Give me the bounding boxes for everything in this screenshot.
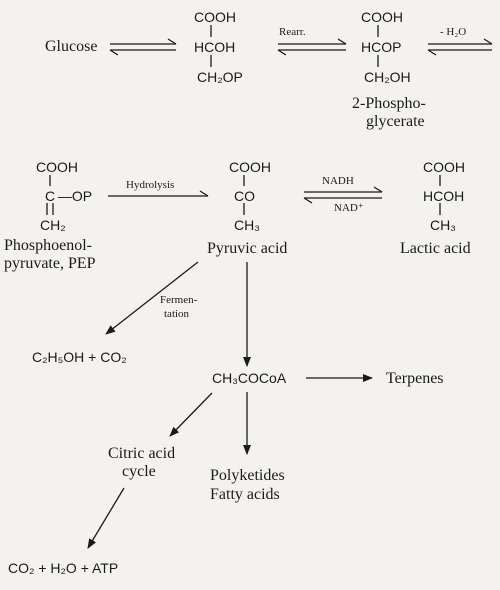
mol2-name-line2: glycerate — [366, 113, 425, 130]
nadh-label: NADH — [322, 175, 354, 187]
final-products: CO₂ + H₂O + ATP — [8, 560, 119, 576]
hydrolysis-label: Hydrolysis — [126, 179, 175, 191]
pep-name-line1: Phosphoenol- — [4, 237, 92, 254]
fermentation-label-line1: Fermen- — [160, 294, 198, 306]
pep-carboxyl: COOH — [36, 159, 78, 175]
pyruvic-co: CO — [234, 188, 255, 204]
arrow-fermentation — [105, 261, 199, 335]
mol1-carboxyl: COOH — [194, 9, 236, 25]
acetylcoa: CH₃COCoA — [212, 370, 287, 386]
dehydration-label: - H₂O — [440, 26, 467, 38]
arrow-to-citric — [169, 392, 213, 437]
mol1-hcoh: HCOH — [194, 39, 236, 55]
pyruvic-carboxyl: COOH — [229, 159, 271, 175]
equilibrium-arrow-rearr — [277, 38, 347, 56]
pep-c-op: C —OP — [45, 188, 93, 204]
citric-label-line2: cycle — [122, 463, 156, 480]
mol2-ch2oh: CH₂OH — [364, 69, 411, 85]
lactic-ch3: CH₃ — [430, 217, 456, 233]
glucose-label: Glucose — [45, 38, 98, 55]
mol2-hcop: HCOP — [361, 39, 402, 55]
equilibrium-arrow-glucose — [109, 38, 177, 56]
equilibrium-arrow-dehydration — [427, 38, 493, 56]
mol2-carboxyl: COOH — [361, 9, 403, 25]
pyruvic-name: Pyruvic acid — [207, 240, 288, 257]
polyketides-label: Polyketides — [210, 467, 285, 484]
lactic-hcoh: HCOH — [423, 188, 465, 204]
pep-name-line2: pyruvate, PEP — [4, 255, 96, 272]
terpenes-label: Terpenes — [386, 370, 444, 387]
nad-label: NAD⁺ — [334, 202, 364, 214]
lactic-name: Lactic acid — [400, 240, 471, 257]
mol1-ch2op: CH₂OP — [197, 69, 243, 85]
arrow-hydrolysis — [108, 190, 209, 197]
pep-ch2: CH₂ — [40, 217, 66, 233]
fatty-acids-label: Fatty acids — [210, 486, 280, 503]
ethanol-co2: C₂H₅OH + CO₂ — [32, 349, 127, 365]
citric-label-line1: Citric acid — [108, 445, 176, 462]
lactic-carboxyl: COOH — [423, 159, 465, 175]
equilibrium-arrow-nadh — [303, 186, 383, 204]
fermentation-label-line2: tation — [164, 308, 190, 320]
arrow-to-products — [87, 487, 125, 549]
rearr-label: Rearr. — [279, 26, 306, 38]
mol2-name-line1: 2-Phospho- — [352, 95, 426, 112]
pyruvic-ch3: CH₃ — [234, 217, 260, 233]
